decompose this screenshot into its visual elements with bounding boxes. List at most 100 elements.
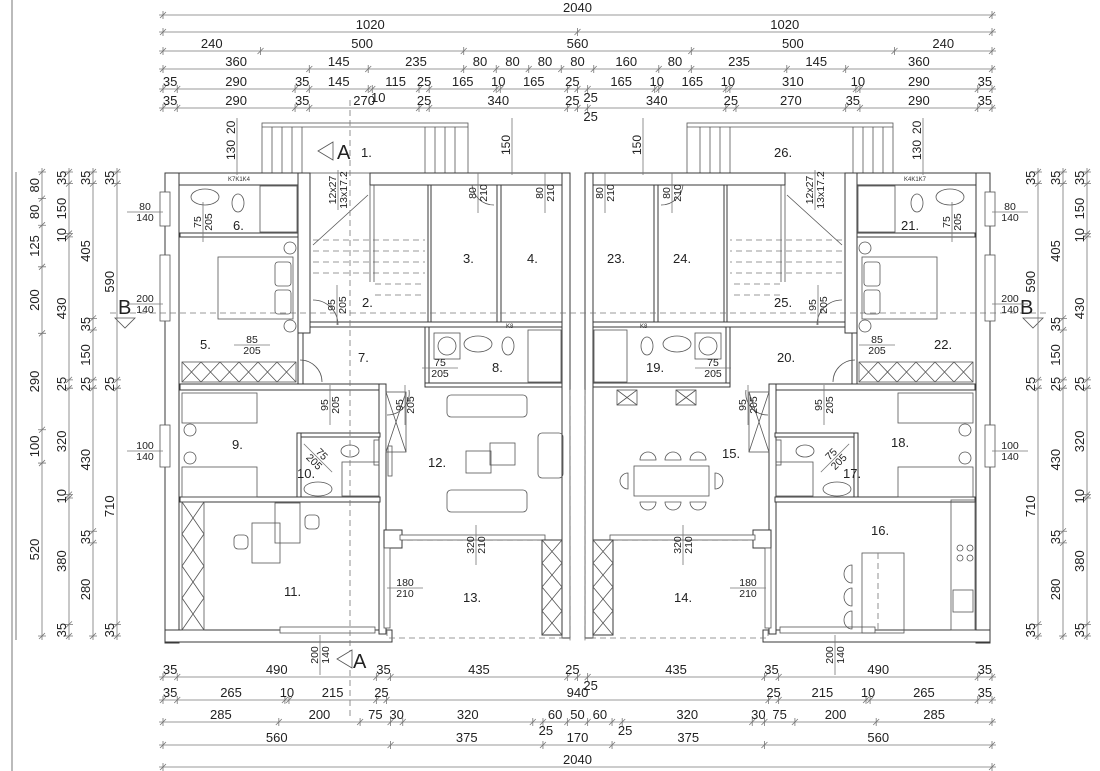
dimension-tick (492, 65, 500, 73)
room-label: 19. (646, 360, 664, 375)
opening-height: 140 (136, 304, 154, 316)
dimension-value: 200 (825, 707, 847, 722)
dimension-tick (866, 696, 874, 704)
dimension-value: 490 (867, 662, 889, 677)
room-label: 6. (233, 218, 244, 233)
dimension-value: 35 (1048, 317, 1063, 331)
section-b-left-label: B (118, 297, 131, 319)
office-furniture (181, 501, 320, 631)
dimension-tick (564, 104, 571, 112)
dimension-value: 35 (1072, 171, 1087, 185)
dimension-tick (159, 85, 167, 93)
dimension-tick (862, 696, 870, 704)
dimension-tick (842, 104, 849, 112)
room-label: 16. (871, 523, 889, 538)
room-label: 13. (463, 590, 481, 605)
opening-width: 80 (1004, 201, 1016, 213)
dimension-tick (38, 330, 46, 337)
room-label: 4. (527, 251, 538, 266)
dimension-value: 25 (417, 93, 431, 108)
dimension-tick (159, 763, 167, 771)
dimension-tick (89, 384, 97, 392)
dimension-tick (387, 673, 394, 681)
dimension-value: 35 (163, 662, 177, 677)
dimension-value: 340 (646, 93, 668, 108)
dimension-tick (38, 632, 46, 640)
opening-height: 205 (330, 396, 342, 414)
section-a-bottom-marker-icon (336, 649, 353, 669)
opening-height: 210 (478, 184, 490, 202)
opening-width: 95 (326, 299, 338, 311)
dimension-tick (159, 673, 167, 681)
dimension-value: 35 (78, 171, 93, 185)
dimension-value: 80 (505, 54, 519, 69)
dimension-value: 80 (538, 54, 552, 69)
room-label: 11. (284, 584, 301, 599)
dimension-value: 405 (1048, 240, 1063, 262)
room-label: 7. (358, 350, 369, 365)
living-furniture (387, 394, 564, 513)
dimension-tick (748, 718, 756, 726)
dimension-value: 35 (102, 171, 117, 185)
dimension-value: 60 (548, 707, 562, 722)
dimension-value: 80 (668, 54, 682, 69)
room-label: 9. (232, 437, 243, 452)
section-a-top-label: A (337, 142, 351, 164)
dimension-tick (1034, 632, 1042, 640)
dimension-value: 265 (913, 685, 935, 700)
dimension-value: 10 (650, 74, 664, 89)
dimension-value: 10 (721, 74, 735, 89)
porch-depth-label: 150 (499, 135, 513, 155)
dimension-value: 145 (328, 54, 350, 69)
dimension-tick (373, 673, 380, 681)
dimension-value: 265 (220, 685, 242, 700)
dimension-tick (113, 376, 121, 384)
dimension-tick (988, 65, 996, 73)
dimension-tick (761, 673, 768, 681)
dimension-tick (89, 632, 97, 640)
dimension-tick (38, 168, 46, 176)
opening-width: 75 (941, 216, 953, 228)
dimension-value: 80 (570, 54, 584, 69)
dimension-value: 115 (385, 74, 406, 89)
porch-dimensions: 130 20 150 150 130 20 (224, 118, 924, 175)
opening-height: 210 (683, 536, 695, 554)
opening-width: 100 (1001, 440, 1019, 452)
dimension-value: 80 (27, 178, 42, 192)
dimension-tick (584, 104, 591, 112)
dimension-tick (525, 65, 533, 73)
opening-height: 210 (396, 588, 414, 600)
opening-height: 140 (835, 646, 847, 664)
dimension-tick (891, 47, 898, 55)
dimension-tick (608, 741, 616, 749)
dimension-value: 170 (567, 730, 589, 745)
dimension-value: 240 (201, 36, 223, 51)
dimension-value: 435 (468, 662, 490, 677)
dimension-tick (1034, 376, 1042, 384)
dimension-value: 10 (1072, 489, 1087, 503)
dimension-value: 35 (102, 623, 117, 637)
room-label: 22. (934, 337, 952, 352)
dimension-tick (281, 696, 289, 704)
dimension-tick (732, 104, 740, 112)
opening-height: 205 (748, 396, 760, 414)
dimension-tick (539, 718, 547, 726)
dimension-value: 380 (1072, 550, 1087, 572)
dimension-tick (722, 85, 730, 93)
dimension-value: 165 (610, 74, 632, 89)
dimension-tick (460, 65, 467, 73)
dimension-value: 270 (780, 93, 802, 108)
dimension-value: 25 (565, 74, 579, 89)
dimension-tick (1059, 527, 1067, 535)
dimension-tick (257, 47, 264, 55)
